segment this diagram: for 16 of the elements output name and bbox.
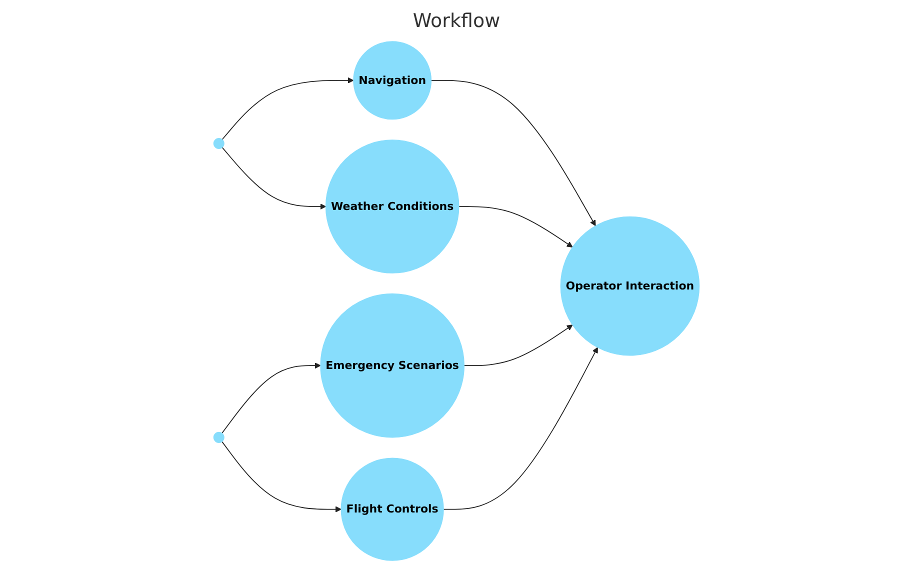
arrow <box>222 441 342 512</box>
node-circle <box>213 138 224 149</box>
arrow <box>430 80 596 226</box>
node-circle: Flight Controls <box>340 458 444 561</box>
arrow <box>222 362 321 434</box>
node-circle <box>213 432 224 443</box>
node-circle: Navigation <box>353 41 432 120</box>
node-circle: Weather Conditions <box>325 140 460 274</box>
arrow <box>222 146 326 210</box>
arrow <box>458 206 573 248</box>
node-circle: Operator Interaction <box>560 216 700 356</box>
arrow <box>222 77 354 140</box>
arrow <box>464 324 573 366</box>
node-circle: Emergency Scenarios <box>320 293 464 438</box>
diagram-title: Workflow <box>412 10 502 32</box>
arrow <box>443 347 598 510</box>
